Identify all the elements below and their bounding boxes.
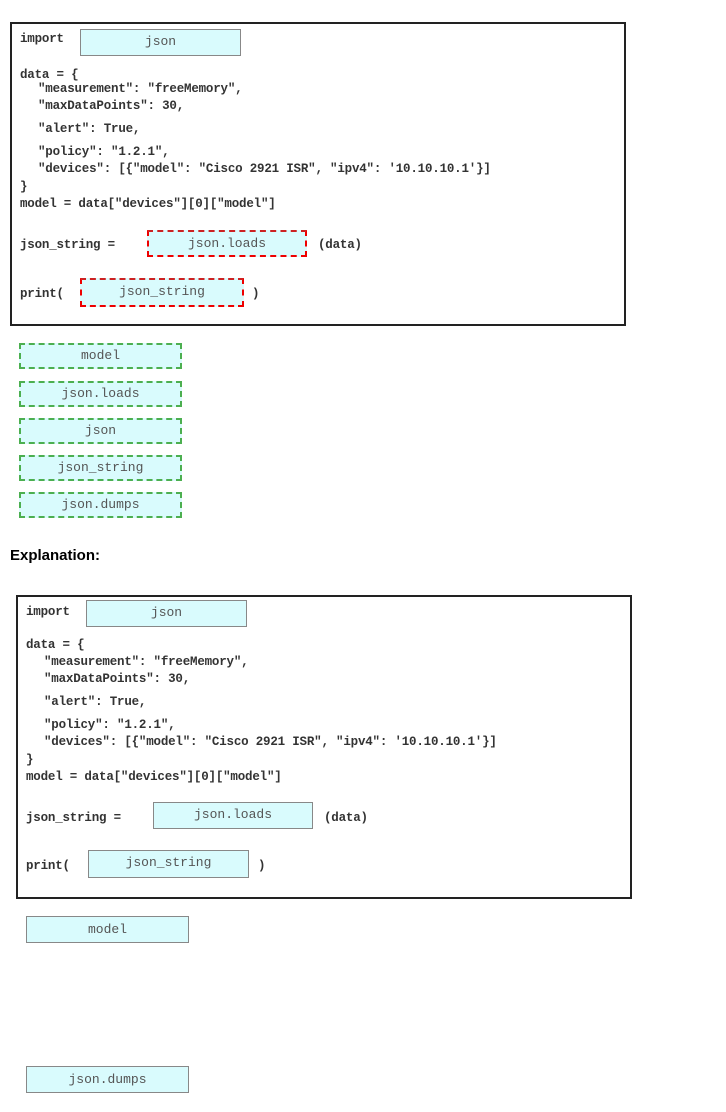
code-maxdatapoints: "maxDataPoints": 30, (44, 672, 191, 686)
option-json-string[interactable]: json_string (19, 455, 182, 481)
option-json-dumps[interactable]: json.dumps (19, 492, 182, 518)
code-import: import (20, 32, 64, 46)
code-model-line: model = data["devices"][0]["model"] (26, 770, 282, 784)
assign-filled-slot: json.loads (153, 802, 313, 829)
assign-drop-slot[interactable]: json.loads (147, 230, 307, 257)
code-data-open: data = { (20, 68, 79, 82)
option-json-loads[interactable]: json.loads (19, 381, 182, 407)
code-print-close: ) (252, 287, 260, 301)
code-alert: "alert": True, (44, 695, 147, 709)
code-measurement: "measurement": "freeMemory", (44, 655, 249, 669)
code-data-arg: (data) (318, 238, 362, 252)
code-json-string-assign: json_string = (20, 238, 115, 252)
code-print-close: ) (258, 859, 266, 873)
code-data-close: } (20, 180, 28, 194)
code-policy: "policy": "1.2.1", (44, 718, 176, 732)
remaining-option-model: model (26, 916, 189, 943)
option-json[interactable]: json (19, 418, 182, 444)
code-maxdatapoints: "maxDataPoints": 30, (38, 99, 185, 113)
option-model[interactable]: model (19, 343, 182, 369)
code-data-open: data = { (26, 638, 85, 652)
question-code-panel: import json data = { "measurement": "fre… (10, 22, 626, 326)
print-drop-slot[interactable]: json_string (80, 278, 244, 307)
code-measurement: "measurement": "freeMemory", (38, 82, 243, 96)
code-print-open: print( (26, 859, 70, 873)
explanation-heading: Explanation: (10, 547, 101, 564)
code-model-line: model = data["devices"][0]["model"] (20, 197, 276, 211)
code-json-string-assign: json_string = (26, 811, 121, 825)
code-devices: "devices": [{"model": "Cisco 2921 ISR", … (44, 735, 497, 749)
import-filled-slot: json (86, 600, 247, 627)
print-filled-slot: json_string (88, 850, 249, 878)
code-data-arg: (data) (324, 811, 368, 825)
answer-code-panel: import json data = { "measurement": "fre… (16, 595, 632, 899)
code-data-close: } (26, 753, 34, 767)
remaining-option-json-dumps: json.dumps (26, 1066, 189, 1093)
code-print-open: print( (20, 287, 64, 301)
code-alert: "alert": True, (38, 122, 141, 136)
code-import: import (26, 605, 70, 619)
code-devices: "devices": [{"model": "Cisco 2921 ISR", … (38, 162, 491, 176)
import-drop-slot[interactable]: json (80, 29, 241, 56)
code-policy: "policy": "1.2.1", (38, 145, 170, 159)
